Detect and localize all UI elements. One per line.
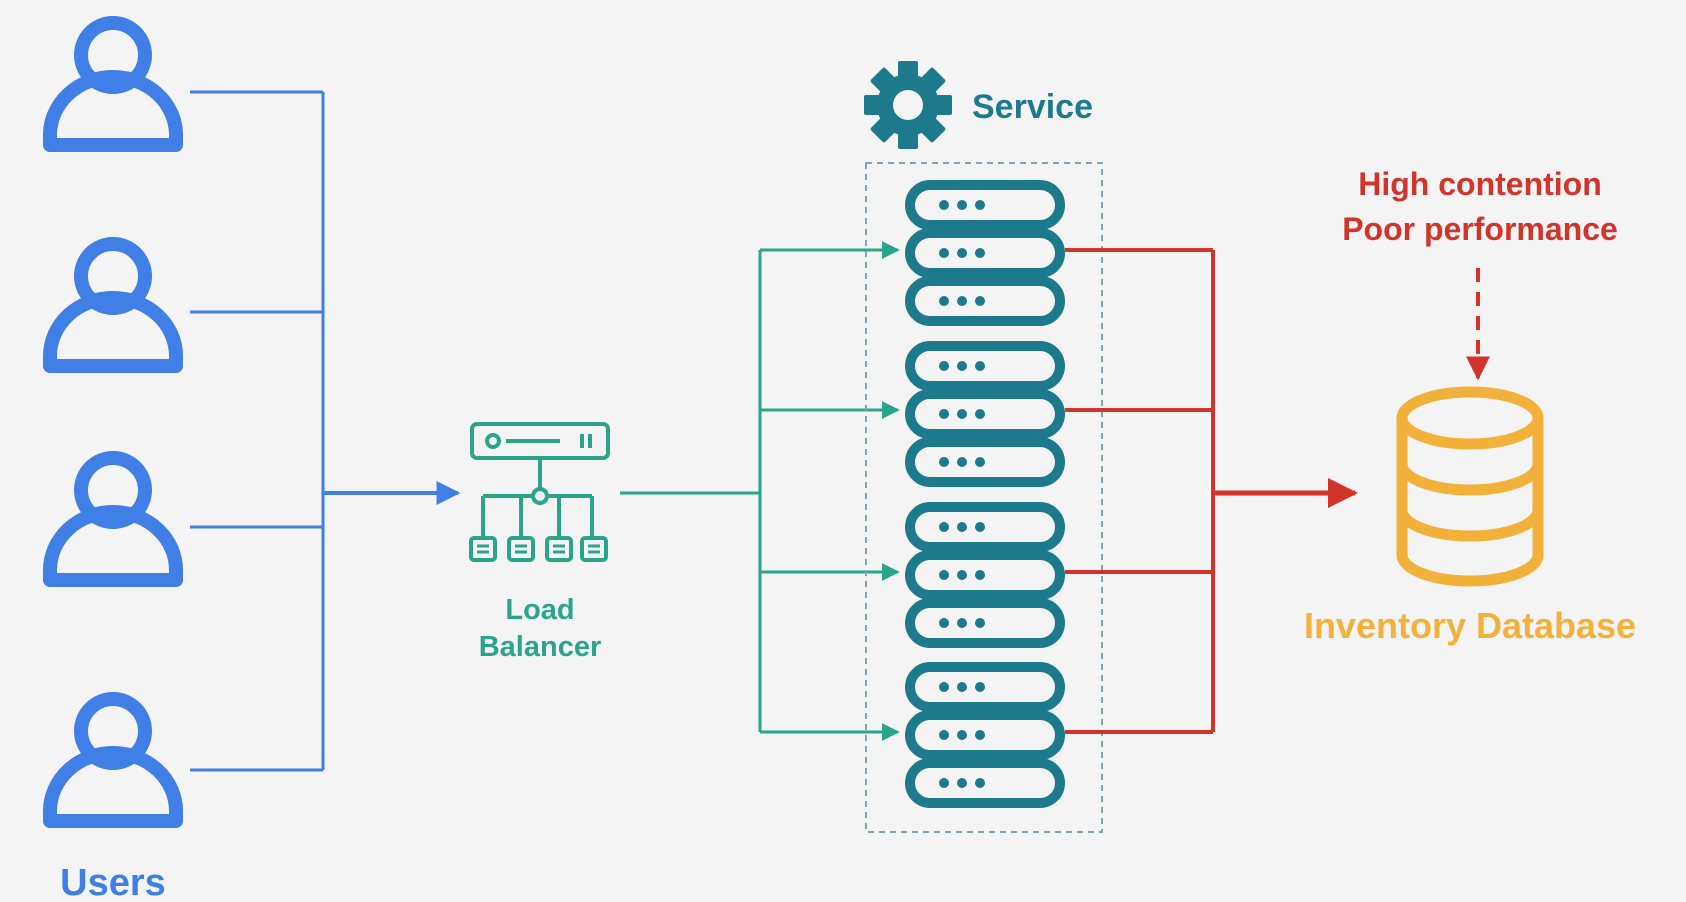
warning-label-line2: Poor performance [1342, 211, 1618, 247]
server-icon [910, 185, 1060, 321]
load-balancer-icon [469, 422, 610, 562]
server-instances [910, 185, 1060, 803]
user-icon [50, 458, 176, 580]
service-label: Service [972, 88, 1093, 126]
load-balancer-label-line2: Balancer [479, 631, 602, 663]
warning-label-line1: High contention [1358, 166, 1602, 202]
server-icon [910, 346, 1060, 482]
database-icon [1396, 386, 1544, 587]
user-icon [50, 244, 176, 366]
users-connector [190, 90, 325, 772]
database-label: Inventory Database [1304, 605, 1636, 646]
load-balancer-label-line1: Load [505, 594, 574, 626]
user-icon [50, 23, 176, 145]
servers-to-db-connector [1065, 248, 1215, 734]
lb-to-servers-connector [620, 241, 900, 741]
server-icon [910, 667, 1060, 803]
user-icon [50, 699, 176, 821]
users-label: Users [60, 862, 166, 902]
service-boundary [865, 162, 1103, 833]
gear-icon [864, 61, 952, 149]
server-icon [910, 507, 1060, 643]
users-group [50, 23, 176, 821]
